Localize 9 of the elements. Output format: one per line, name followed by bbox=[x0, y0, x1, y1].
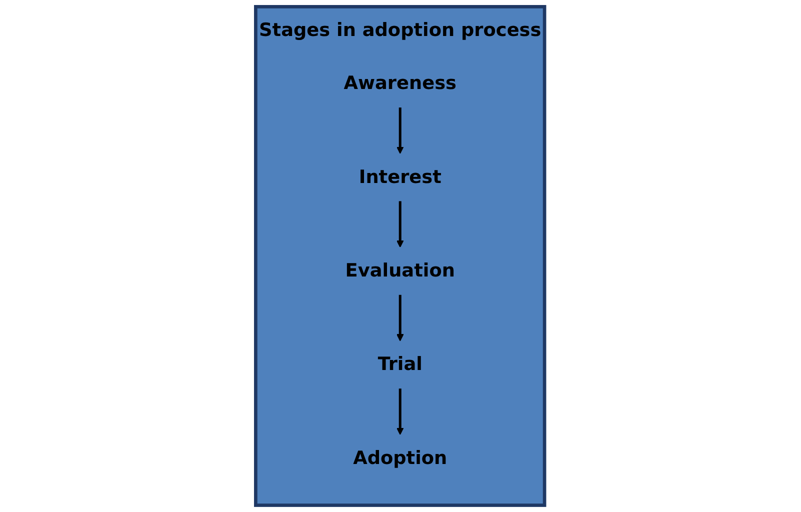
node-text: Interest bbox=[359, 166, 442, 188]
node-text: Awareness bbox=[344, 73, 457, 94]
arrow bbox=[396, 108, 404, 154]
node-text: Evaluation bbox=[346, 260, 456, 282]
arrow bbox=[396, 294, 404, 342]
node-text: Trial bbox=[378, 354, 423, 376]
arrow bbox=[396, 388, 404, 435]
arrow bbox=[396, 201, 404, 248]
node-text: Adoption bbox=[353, 448, 448, 469]
